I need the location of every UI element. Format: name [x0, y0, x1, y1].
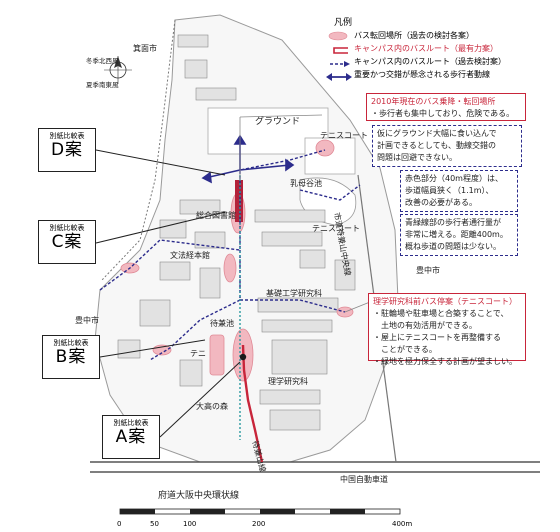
building-group: [117, 34, 356, 431]
dotted-boundary: [101, 19, 176, 281]
label-library: 総合図書館: [196, 211, 236, 220]
legend-title: 凡例: [334, 18, 353, 28]
plan-a-box: 別紙比較表 A案: [102, 415, 160, 459]
plan-b-box: 別紙比較表 B案: [42, 335, 100, 379]
plan-name: D案: [50, 140, 84, 160]
note-line: 青緑線部の歩行者通行量が: [405, 218, 501, 227]
label-tennis-1: テニスコート: [320, 131, 368, 140]
note-green-section: 青緑線部の歩行者通行量が 非常に増える。距離400m。 概ね歩道の問題は少ない。: [400, 214, 518, 256]
plan-caption: 別紙比較表: [53, 339, 89, 347]
note-current-text: ・歩行者も集中しており、危険である。: [371, 109, 515, 118]
turnaround-d2: [223, 253, 237, 283]
legend-label: キャンパス内のバスルート（最有力案）: [354, 44, 498, 53]
note-science-stop: 理学研究科前バス停案（テニスコート） ・駐輪場や駐車場と合築することで、 土地の…: [368, 293, 526, 366]
plan-caption: 別紙比較表: [113, 419, 149, 427]
label-engineering: 基礎工学研究科: [266, 289, 322, 298]
past-route-dashed: [99, 149, 361, 361]
scale-tick-400: 400m: [392, 520, 413, 528]
label-humanities: 文法経本館: [170, 251, 210, 260]
label-ground: グラウンド: [255, 117, 301, 127]
best-route-red: [241, 344, 264, 463]
note-line: ・屋上にテニスコートを再整備する: [373, 333, 501, 342]
label-chugoku-expressway: 中国自動車道: [340, 475, 388, 484]
library-highlight: [235, 180, 243, 222]
scale-tick-200: 200: [252, 520, 266, 528]
scale-tick-0: 0: [117, 520, 122, 528]
note-line: ・緑地を極力保全する計画が望ましい。: [373, 357, 517, 366]
label-tennis-3: テニ: [190, 349, 206, 358]
note-line: ことができる。: [373, 345, 437, 354]
legend-symbols: [326, 31, 352, 81]
note-current-stop: 2010年現在のバス乗降・転回場所 ・歩行者も集中しており、危険である。: [366, 93, 526, 121]
note-line: 改善の必要がある。: [405, 198, 477, 207]
scale-tick-100: 100: [183, 520, 197, 528]
label-toyonaka-left: 豊中市: [75, 316, 99, 325]
legend-item-past-route: キャンパス内のバスルート（過去検討案）: [354, 56, 506, 67]
legend-item-pedestrian: 重要かつ交錯が懸念される歩行者動線: [354, 69, 490, 80]
label-osaka-loop: 府道大阪中央環状線: [158, 491, 240, 501]
label-chibotani: 乳母谷池: [290, 179, 322, 188]
scale-tick-50: 50: [150, 520, 159, 528]
label-machikane: 待兼池: [210, 319, 234, 328]
plan-d-box: 別紙比較表 D案: [38, 128, 96, 172]
note-line: 計画できるとしても、動線交錯の: [377, 141, 496, 150]
note-line: 赤色部分（40m程度）は、: [405, 174, 503, 183]
turnaround-b: [209, 334, 225, 376]
plan-c-box: 別紙比較表 C案: [38, 220, 96, 264]
turnaround-tennis: [315, 139, 335, 157]
label-science: 理学研究科: [268, 377, 308, 386]
note-line: 非常に増える。距離400m。: [405, 230, 508, 239]
label-wind-2: 夏季南東風: [86, 81, 119, 89]
note-ground: 仮にグラウンド大幅に食い込んで 計画できるとしても、動線交錯の 問題は回避できな…: [372, 125, 522, 167]
note-science-title: 理学研究科前バス停案（テニスコート）: [373, 297, 517, 306]
bus-stop-marker: [239, 353, 247, 361]
plan-caption: 別紙比較表: [49, 224, 85, 232]
plan-name: A案: [115, 427, 147, 447]
legend-item-best-route: キャンパス内のバスルート（最有力案）: [354, 43, 498, 54]
note-line: 歩道幅員狭く（1.1m）、: [405, 186, 494, 195]
note-red-section: 赤色部分（40m程度）は、 歩道幅員狭く（1.1m）、 改善の必要がある。: [400, 170, 518, 212]
note-line: 土地の有効活用ができる。: [373, 321, 477, 330]
legend-label: 重要かつ交錯が懸念される歩行者動線: [354, 70, 490, 79]
leader-lines: [95, 149, 241, 438]
note-line: 仮にグラウンド大幅に食い込んで: [377, 129, 497, 138]
plan-name: C案: [51, 232, 83, 252]
note-line: 概ね歩道の問題は少ない。: [405, 242, 501, 251]
plan-name: B案: [55, 347, 87, 367]
label-ookami: 大高の森: [196, 402, 228, 411]
label-minoh: 箕面市: [133, 44, 157, 53]
label-tennis-2: テニスコート: [312, 224, 360, 233]
scale-bar: [119, 508, 401, 515]
note-line: ・駐輪場や駐車場と合築することで、: [373, 309, 509, 318]
north-arrow-symbol: [104, 56, 132, 84]
plan-caption: 別紙比較表: [49, 132, 85, 140]
label-toyonaka-right: 豊中市: [416, 266, 440, 275]
note-current-title: 2010年現在のバス乗降・転回場所: [371, 97, 496, 106]
legend: 凡例 バス転回場所（過去の検討各案） キャンパス内のバスルート（最有力案） キャ…: [320, 15, 546, 93]
note-line: 問題は回避できない。: [377, 153, 457, 162]
legend-label: キャンパス内のバスルート（過去検討案）: [354, 57, 506, 66]
legend-label: バス転回場所（過去の検討各案）: [354, 31, 474, 40]
label-wind-1: 冬季北西風: [86, 57, 119, 65]
legend-item-turnaround: バス転回場所（過去の検討各案）: [354, 30, 474, 41]
